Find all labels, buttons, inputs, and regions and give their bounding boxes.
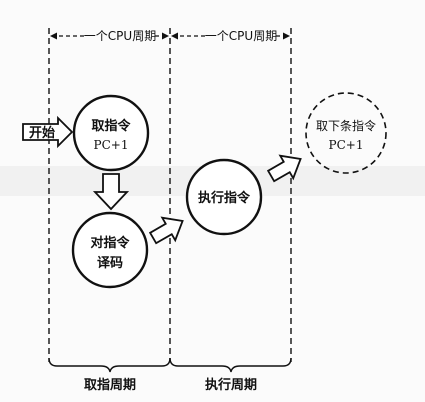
arrow-decode-to-execute (148, 216, 184, 245)
fetch-instruction-node (72, 94, 150, 172)
start-arrow (22, 115, 74, 149)
cycle-arrow-left-end (162, 32, 169, 40)
cycle-arrow-right-end (283, 32, 290, 40)
start-label: 开始 (29, 125, 55, 141)
decode-node-line2: 译码 (97, 256, 123, 271)
decode-instruction-node (71, 211, 149, 289)
next-fetch-node (305, 92, 387, 174)
next-fetch-node-line1: 取下条指令 (316, 118, 376, 133)
fetch-node-line1: 取指令 (91, 118, 131, 134)
arrow-fetch-to-decode (92, 173, 130, 211)
fetch-phase-bracket (48, 357, 171, 373)
cycle-arrow-left-start (50, 32, 57, 40)
fetch-phase-label: 取指周期 (84, 377, 136, 393)
cycle-label-left: 一个CPU周期 (84, 29, 156, 43)
next-fetch-node-line2: PC+1 (329, 138, 364, 152)
arrow-execute-to-next-fetch (266, 154, 302, 183)
execute-phase-label: 执行周期 (205, 377, 257, 393)
cycle-label-right: 一个CPU周期 (205, 29, 277, 43)
execute-node-line1: 执行指令 (198, 190, 251, 206)
cycle-arrow-right-start (171, 32, 178, 40)
fetch-node-line2: PC+1 (94, 138, 129, 152)
decode-node-line1: 对指令 (90, 235, 130, 251)
execute-instruction-node (185, 158, 263, 236)
execute-phase-bracket (169, 357, 292, 373)
